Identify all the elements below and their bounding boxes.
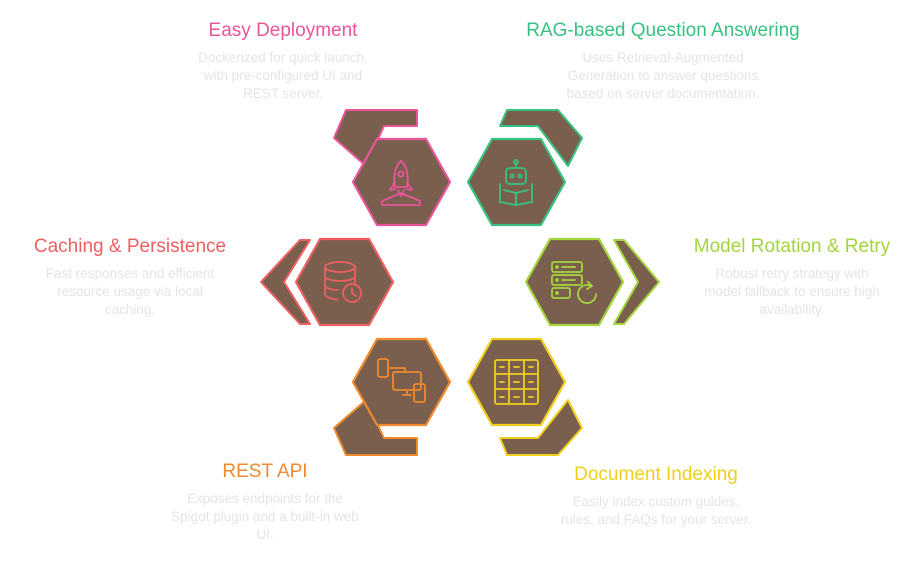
feature-deploy: Easy Deployment Dockerized for quick lau… — [178, 19, 388, 103]
feature-index: Document Indexing Easily index custom gu… — [531, 463, 781, 529]
hexagon-rotation — [524, 237, 625, 327]
chevron-cache — [260, 239, 311, 325]
feature-rag: RAG-based Question Answering Uses Retrie… — [513, 19, 813, 103]
hexagon-cache — [294, 237, 395, 327]
hexagon-deploy — [351, 137, 452, 227]
feature-description: Easily index custom guides, rules, and F… — [560, 494, 752, 527]
feature-title: Model Rotation & Retry — [693, 236, 891, 257]
chevron-rag — [499, 109, 583, 167]
server-refresh-icon — [551, 261, 597, 304]
chevron-deploy — [333, 109, 418, 167]
feature-rotation: Model Rotation & Retry Robust retry stra… — [682, 235, 902, 319]
chevron-index — [499, 399, 583, 456]
chevron-rotation — [613, 239, 660, 325]
feature-description: Exposes endpoints for the Spigot plugin … — [171, 491, 359, 542]
rocket-icon — [381, 160, 421, 206]
feature-description: Dockerized for quick launch, with pre-co… — [198, 50, 368, 101]
devices-icon — [377, 358, 426, 403]
feature-description: Robust retry strategy with model fallbac… — [704, 266, 880, 317]
feature-title: Easy Deployment — [208, 20, 358, 41]
feature-title: RAG-based Question Answering — [526, 20, 800, 41]
feature-title: Caching & Persistence — [33, 236, 227, 257]
database-clock-icon — [324, 261, 362, 303]
feature-cache: Caching & Persistence Fast responses and… — [20, 235, 240, 319]
feature-title: REST API — [222, 461, 308, 482]
feature-description: Fast responses and efficient resource us… — [45, 266, 215, 317]
feature-description: Uses Retrieval-Augmented Generation to a… — [566, 50, 760, 101]
robot-book-icon — [499, 159, 533, 206]
hexagon-rag — [466, 137, 567, 227]
feature-rest: REST API Exposes endpoints for the Spigo… — [150, 460, 380, 544]
feature-title: Document Indexing — [574, 464, 738, 485]
filing-cabinet-icon — [494, 359, 539, 405]
